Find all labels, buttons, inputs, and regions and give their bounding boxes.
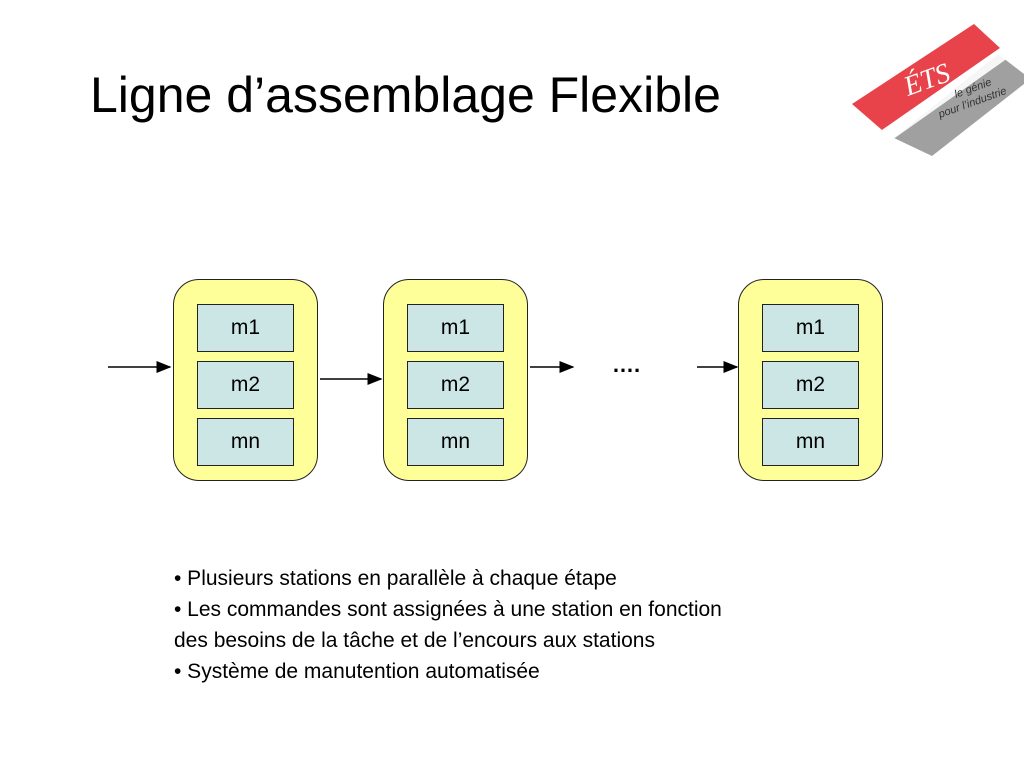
bullet-line: • Plusieurs stations en parallèle à chaq… [174,567,617,590]
machine-box: mn [197,418,294,466]
machine-box: mn [407,418,504,466]
station-1: m1 m2 mn [173,279,318,481]
bullet-line: des besoins de la tâche et de l’encours … [174,629,655,652]
slide-title: Ligne d’assemblage Flexible [90,67,721,123]
ellipsis: …. [612,352,641,377]
logo-ribbon [852,24,1008,140]
machine-box: m2 [407,361,504,409]
ets-logo: ÉTS le génie pour l’industrie [852,24,1024,156]
machine-box: m2 [762,361,859,409]
bullet-line: • Les commandes sont assignées à une sta… [174,598,722,621]
station-2: m1 m2 mn [383,279,528,481]
machine-box: mn [762,418,859,466]
machine-box: m1 [407,304,504,352]
bullet-line: • Système de manutention automatisée [174,660,540,683]
station-3: m1 m2 mn [738,279,883,481]
bullet-list: • Plusieurs stations en parallèle à chaq… [174,563,874,687]
machine-box: m1 [197,304,294,352]
logo-ribbon-shadow [894,54,1024,156]
machine-box: m1 [762,304,859,352]
machine-box: m2 [197,361,294,409]
